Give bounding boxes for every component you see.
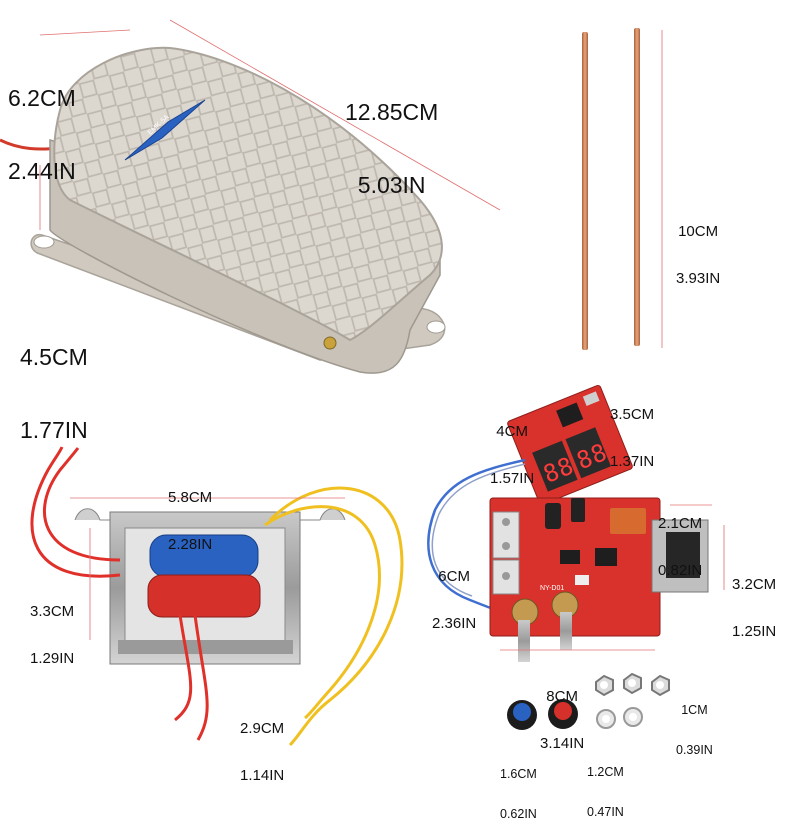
pedal-length-in: 5.03IN [357, 171, 426, 198]
display-depth-cm: 3.5CM [610, 405, 655, 423]
control-board-height-in: 2.36IN [432, 614, 477, 632]
potentiometer-shaft-right [560, 612, 572, 650]
electrode-rod-right [634, 28, 640, 346]
rods-length-in: 3.93IN [676, 269, 721, 287]
knob-size-in: 0.62IN [500, 806, 537, 821]
transformer-height-label: 3.3CM 1.29IN [30, 572, 74, 682]
pedal-length-label: 12.85CM 5.03IN [345, 52, 438, 221]
nut-size-in: 0.39IN [676, 742, 713, 757]
transformer-wires [30, 446, 404, 747]
heatsink-height-in: 1.25IN [732, 622, 777, 640]
ribbon-cable [427, 458, 526, 614]
pedal-badge [124, 99, 206, 161]
product-photo: EMK-5A 8 8 8 8 [0, 19, 725, 747]
hardware-nuts [595, 672, 670, 697]
hardware-washers [596, 707, 643, 729]
transformer [74, 508, 346, 665]
foot-pedal: EMK-5A [0, 19, 501, 374]
heatsink-width-in: 0.82IN [658, 561, 703, 579]
transformer-width-in: 2.28IN [168, 535, 213, 553]
secondary-coil [147, 574, 261, 618]
display-width-label: 4CM 1.57IN [490, 392, 534, 502]
heatsink-height-cm: 3.2CM [732, 575, 777, 593]
control-board-width-in: 3.14IN [540, 734, 585, 752]
heatsink-width-label: 2.1CM 0.82IN [658, 484, 702, 594]
control-knobs [507, 699, 578, 730]
copper-electrode-rods [582, 28, 663, 350]
pedal-length-cm: 12.85CM [345, 99, 439, 126]
display-depth-in: 1.37IN [610, 452, 655, 470]
display-board: 8 8 8 8 [507, 384, 633, 506]
pedal-width-cm: 6.2CM [8, 85, 76, 112]
washer-size-label: 1.2CM 0.47IN [587, 740, 624, 832]
control-board-width-cm: 8CM [546, 687, 578, 705]
display-depth-label: 3.5CM 1.37IN [610, 375, 654, 485]
nut-size-cm: 1CM [681, 703, 708, 718]
control-board-height-cm: 6CM [438, 567, 470, 585]
transformer-width-cm: 5.8CM [168, 488, 213, 506]
knob-size-cm: 1.6CM [500, 767, 537, 782]
rods-length-label: 10CM 3.93IN [676, 192, 720, 302]
transformer-depth-in: 1.14IN [240, 766, 285, 784]
control-board-height-label: 6CM 2.36IN [432, 537, 476, 647]
transformer-depth-cm: 2.9CM [240, 719, 285, 737]
relay [610, 508, 646, 534]
capacitor [545, 503, 561, 529]
heatsink-width-cm: 2.1CM [658, 514, 703, 532]
pedal-height-in: 1.77IN [20, 416, 88, 443]
control-board: NY-D01 [489, 497, 661, 662]
washer-size-cm: 1.2CM [587, 765, 624, 780]
control-board-width-label: 8CM 3.14IN [540, 657, 584, 767]
display-width-in: 1.57IN [490, 469, 535, 487]
transformer-height-in: 1.29IN [30, 649, 75, 667]
pedal-height-cm: 4.5CM [20, 344, 88, 371]
pedal-width-label: 6.2CM 2.44IN [8, 38, 76, 207]
knob-size-label: 1.6CM 0.62IN [500, 742, 537, 834]
rods-length-cm: 10CM [678, 222, 719, 240]
potentiometer-shaft-left [518, 620, 530, 662]
transformer-height-cm: 3.3CM [30, 602, 75, 620]
heatsink-height-label: 3.2CM 1.25IN [732, 545, 776, 655]
transformer-depth-label: 2.9CM 1.14IN [240, 689, 284, 799]
board-model-label: NY-D01 [540, 585, 564, 592]
heatsink-triac [651, 504, 725, 593]
pedal-height-label: 4.5CM 1.77IN [20, 297, 88, 466]
washer-size-in: 0.47IN [587, 804, 624, 819]
nut-size-label: 1CM 0.39IN [676, 678, 713, 770]
electrode-rod-left [582, 32, 588, 350]
pedal-width-in: 2.44IN [8, 157, 76, 184]
display-width-cm: 4CM [496, 422, 528, 440]
transformer-width-label: 5.8CM 2.28IN [168, 458, 212, 568]
